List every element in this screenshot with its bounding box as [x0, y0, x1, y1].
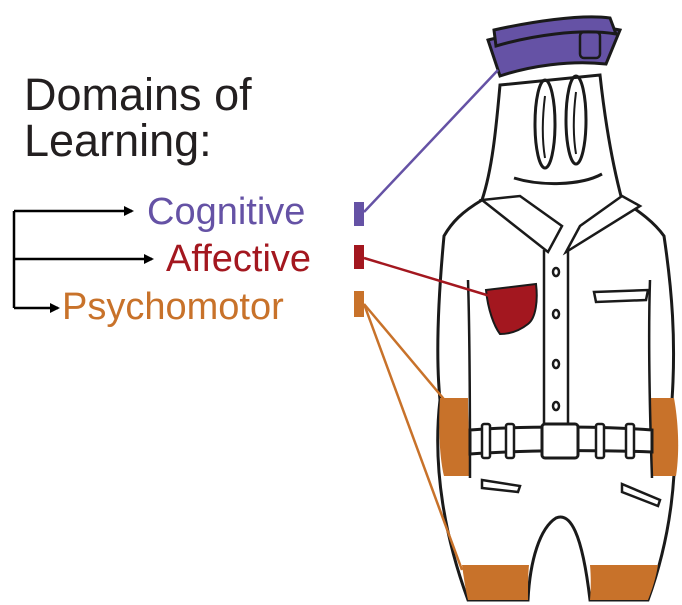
left-eye — [533, 78, 557, 170]
affective-label: Affective — [166, 238, 312, 280]
shirt-buttons — [551, 266, 561, 412]
psychomotor-connector-foot — [362, 303, 464, 571]
hat-badge — [578, 30, 602, 60]
left-foot-orange — [462, 565, 529, 600]
heart-badge — [484, 282, 538, 336]
affective-connector — [363, 256, 491, 298]
affective-tab — [354, 245, 364, 269]
left-arm-orange — [439, 398, 470, 476]
title-line-1: Domains of — [24, 69, 252, 120]
pocket — [592, 288, 650, 304]
title-line-2: Learning: — [24, 115, 212, 166]
collar — [478, 194, 643, 256]
psychomotor-tab — [354, 291, 364, 317]
right-foot-orange — [590, 565, 658, 600]
cognitive-label: Cognitive — [147, 191, 306, 233]
cognitive-tab — [354, 202, 364, 226]
psychomotor-connector-arm — [363, 303, 449, 405]
branch-arrows — [12, 206, 154, 313]
body-outline — [436, 73, 677, 602]
psychomotor-label: Psychomotor — [62, 286, 284, 328]
belt-buckle — [540, 422, 580, 460]
right-arm-orange — [650, 398, 679, 476]
right-eye — [564, 74, 588, 166]
mouth — [513, 172, 603, 186]
cognitive-connector — [363, 69, 499, 213]
diagram-title: Domains of Learning: — [24, 72, 252, 164]
